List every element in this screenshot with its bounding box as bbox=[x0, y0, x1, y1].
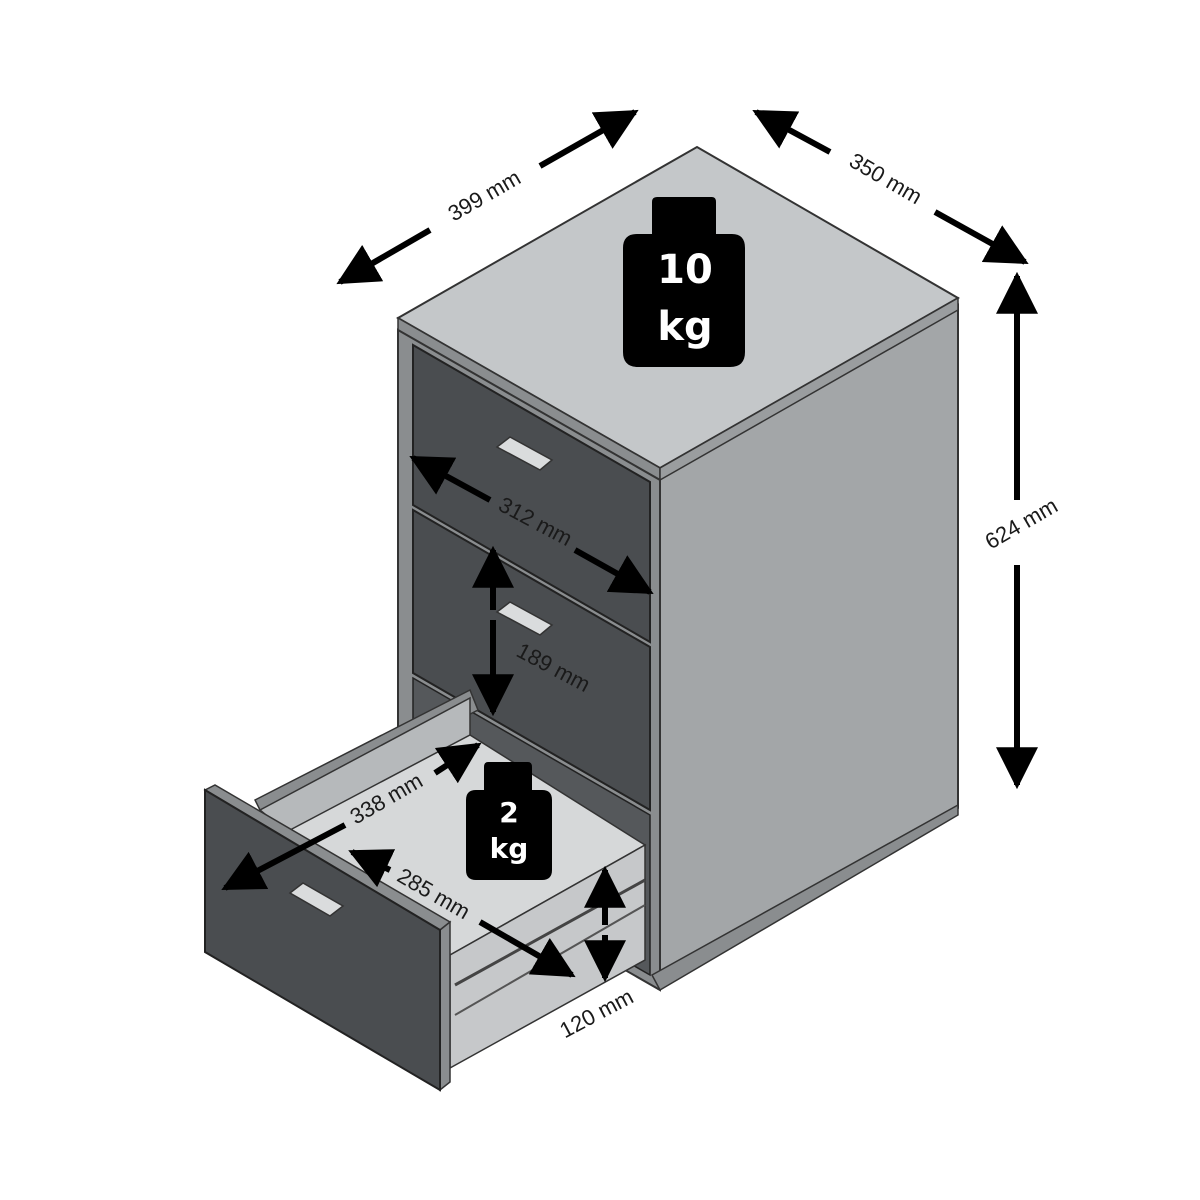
width-label: 399 mm bbox=[444, 165, 525, 226]
drawer-depth-arrow-b bbox=[221, 822, 347, 891]
drawer-inner-width-arrow-b bbox=[478, 919, 576, 978]
depth-arrow-b bbox=[933, 209, 1029, 265]
drawer-inner-width-arrow-a bbox=[348, 849, 396, 888]
dimension-arrows bbox=[221, 109, 1038, 983]
open-drawer-handle bbox=[288, 882, 345, 917]
open-drawer-front-side bbox=[439, 920, 451, 1092]
weight-icon-top: 10 kg bbox=[623, 197, 745, 367]
weight-top-value: 10 bbox=[657, 247, 713, 293]
top-drawer-front bbox=[412, 343, 651, 644]
width-arrow-a bbox=[336, 227, 432, 285]
weight-drawer-unit: kg bbox=[490, 832, 529, 865]
weight-icon-drawer: 2 kg bbox=[466, 762, 552, 880]
drawer-width-arrow-b bbox=[573, 547, 654, 595]
weight-icon-drawer-body bbox=[466, 762, 552, 880]
drawer-depth-arrow-a bbox=[433, 742, 482, 784]
depth-label: 350 mm bbox=[845, 148, 926, 209]
drawer-width-arrow-a bbox=[409, 455, 492, 503]
weight-drawer-value: 2 bbox=[499, 796, 518, 829]
weight-top-unit: kg bbox=[657, 304, 712, 350]
depth-arrow-a bbox=[752, 109, 832, 155]
weight-icon-top-body bbox=[623, 197, 745, 367]
top-drawer-handle bbox=[495, 436, 554, 471]
cabinet-plinth bbox=[650, 803, 959, 992]
middle-drawer-handle bbox=[495, 601, 554, 636]
cabinet-top-side-edge bbox=[659, 296, 959, 482]
height-label: 624 mm bbox=[981, 493, 1062, 554]
width-arrow-b bbox=[538, 109, 639, 169]
top-drawer[interactable] bbox=[412, 343, 651, 644]
